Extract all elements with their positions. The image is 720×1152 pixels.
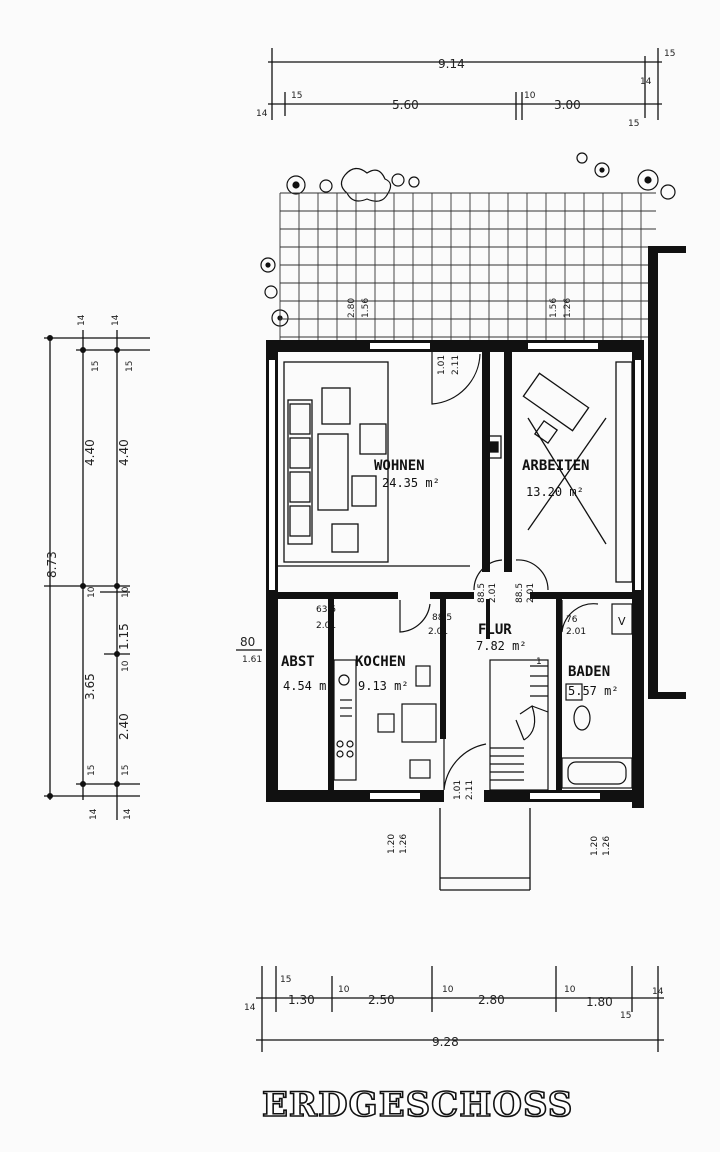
top-dimension-chain (268, 48, 662, 120)
terrace-dim-left-b: 1.56 (361, 298, 371, 318)
door-entrance-a: 1.01 (453, 780, 463, 800)
bottom-dim-15: 15 (280, 975, 291, 985)
window-left-a: 1.20 (387, 834, 397, 854)
bottom-dim-130: 1.30 (288, 993, 315, 1007)
window-right-a: 1.20 (590, 836, 600, 856)
door-entrance-b: 2.11 (465, 780, 475, 800)
window-right-b: 1.26 (602, 836, 612, 856)
garden-plants (260, 152, 676, 327)
door-wohnen-a: 1.01 (437, 355, 447, 375)
bathroom-fixtures: V (561, 603, 633, 789)
left-inner-14b: 14 (123, 808, 133, 820)
left-outer-10: 10 (87, 586, 97, 598)
bottom-dim-180: 1.80 (586, 995, 613, 1009)
bottom-total-dim: 9.28 (432, 1035, 459, 1049)
interior-walls (278, 352, 634, 790)
office-furniture (522, 361, 633, 583)
room-baden-area: 5.57 m² (568, 684, 619, 698)
bottom-dim-280: 2.80 (478, 993, 505, 1007)
bottom-dim-10b: 10 (442, 985, 454, 995)
room-flur-name: FLUR (478, 622, 512, 638)
left-inner-15: 15 (125, 361, 135, 372)
window-left-b: 1.26 (399, 834, 409, 854)
bottom-dim-15b: 15 (620, 1011, 631, 1021)
staircase (489, 659, 549, 791)
top-dim-15b: 15 (628, 119, 639, 129)
top-total-dim: 9.14 (438, 57, 465, 71)
room-arbeiten-area: 13.20 m² (526, 485, 584, 499)
side-label-161: 1.61 (242, 655, 262, 665)
top-dim-15c: 15 (664, 49, 675, 59)
terrace-dim-right-b: 1.26 (563, 298, 573, 318)
room-kochen-name: KOCHEN (355, 654, 406, 670)
room-flur-area: 7.82 m² (476, 639, 527, 653)
living-furniture (278, 361, 502, 567)
room-wohnen-area: 24.35 m² (382, 476, 440, 490)
left-inner-14: 14 (111, 314, 121, 326)
left-dimension-chain (44, 330, 150, 820)
bottom-dim-10: 10 (338, 985, 350, 995)
neighbour-wall (648, 246, 686, 699)
entrance-steps (439, 808, 531, 891)
door-baden-b: 2.01 (566, 627, 586, 637)
room-kochen-area: 9.13 m² (358, 679, 409, 693)
svg-text:V: V (618, 615, 626, 628)
left-outer-365: 3.65 (83, 673, 97, 700)
left-outer-14: 14 (77, 314, 87, 326)
left-outer-14b: 14 (89, 808, 99, 820)
bottom-dim-14b: 14 (652, 987, 664, 997)
door-flur-left-a: 88.5 (477, 583, 487, 603)
room-wohnen-name: WOHNEN (374, 458, 425, 474)
left-inner-115: 1.15 (117, 623, 131, 650)
top-dim-560: 5.60 (392, 98, 419, 112)
terrace-dim-right-a: 1.56 (549, 298, 559, 318)
left-inner-440: 4.40 (117, 439, 131, 466)
side-label-80: 80 (240, 635, 255, 649)
exterior-wall-hatch (269, 343, 641, 799)
room-abst-name: ABST (281, 654, 315, 670)
top-dim-14: 14 (256, 109, 268, 119)
top-dim-300: 3.00 (554, 98, 581, 112)
door-kochen-b: 2.01 (428, 627, 448, 637)
left-total-dim: 8.73 (45, 551, 59, 578)
bottom-dim-250: 2.50 (368, 993, 395, 1007)
bottom-dim-14: 14 (244, 1003, 256, 1013)
floor-title: ERDGESCHOSS (262, 1085, 573, 1125)
bottom-dimension-chain (256, 966, 664, 1052)
left-inner-15b: 15 (121, 765, 131, 776)
top-dim-14b: 14 (640, 77, 652, 87)
door-flur-left-b: 2.01 (488, 583, 498, 603)
left-inner-240: 2.40 (117, 713, 131, 740)
stair-arrow-label: 1 (536, 657, 542, 667)
left-dim-ticks (47, 335, 120, 799)
room-abst-area: 4.54 m² (283, 679, 334, 693)
room-arbeiten-name: ARBEITEN (522, 458, 589, 474)
bottom-dim-10c: 10 (564, 985, 576, 995)
left-outer-15b: 15 (87, 765, 97, 776)
door-swings (399, 352, 599, 791)
door-abst-b: 2.01 (316, 621, 336, 631)
door-wohnen-b: 2.11 (451, 355, 461, 375)
top-dim-10: 10 (524, 91, 536, 101)
door-flur-right-b: 2.01 (526, 583, 536, 603)
door-baden-a: 76 (566, 615, 578, 625)
door-abst-a: 63.5 (316, 605, 336, 615)
top-dim-15: 15 (291, 91, 302, 101)
left-inner-10: 10 (121, 586, 131, 598)
terrace-grid-lines (279, 192, 656, 340)
left-outer-15: 15 (91, 361, 101, 372)
kitchen-furniture (333, 659, 437, 781)
terrace-dim-left-a: 2.80 (347, 298, 357, 318)
left-outer-440: 4.40 (83, 439, 97, 466)
room-baden-name: BADEN (568, 664, 610, 680)
door-kochen-a: 88.5 (432, 613, 452, 623)
door-flur-right-a: 88.5 (515, 583, 525, 603)
left-inner-10b: 10 (121, 660, 131, 672)
